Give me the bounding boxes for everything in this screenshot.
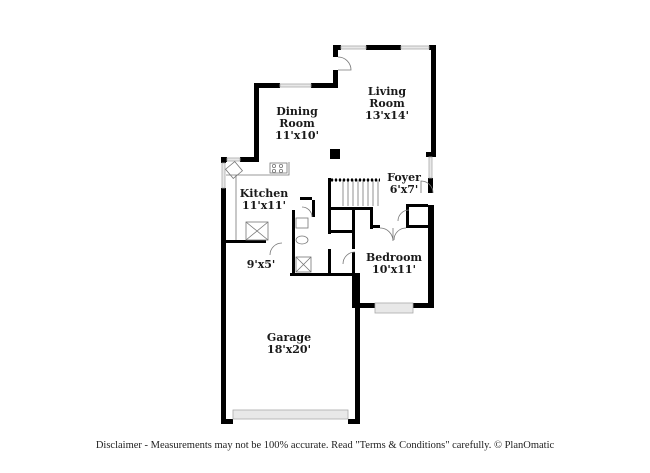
room-name: Room bbox=[279, 117, 315, 130]
disclaimer-text: Disclaimer - Measurements may not be 100… bbox=[95, 440, 555, 451]
room-label-bedroom: Bedroom 10'x11' bbox=[366, 252, 422, 276]
room-dims: 10'x11' bbox=[372, 263, 416, 276]
room-dims: 11'x10' bbox=[275, 129, 319, 142]
room-dims: 13'x14' bbox=[365, 109, 409, 122]
room-label-foyer: Foyer 6'x7' bbox=[387, 172, 421, 196]
room-name: Garage bbox=[266, 331, 312, 344]
room-name: Room bbox=[369, 97, 405, 110]
room-label-kitchen: Kitchen 11'x11' bbox=[240, 188, 289, 212]
room-name: Foyer bbox=[387, 171, 421, 184]
room-dims: 18'x20' bbox=[267, 343, 311, 356]
room-name: Dining bbox=[276, 105, 318, 118]
room-dims: 11'x11' bbox=[242, 199, 286, 212]
windows bbox=[221, 45, 433, 420]
room-dims: 9'x5' bbox=[246, 258, 276, 271]
room-label-laundry: 9'x5' bbox=[247, 259, 276, 271]
room-label-garage: Garage 18'x20' bbox=[267, 332, 311, 356]
room-name: Bedroom bbox=[365, 251, 423, 264]
room-name: Kitchen bbox=[239, 187, 289, 200]
room-name: Living bbox=[367, 85, 407, 98]
room-label-dining-room: Dining Room 11'x10' bbox=[275, 106, 319, 142]
room-dims: 6'x7' bbox=[389, 183, 419, 196]
fixtures bbox=[224, 56, 434, 273]
walls bbox=[221, 45, 436, 424]
room-label-living-room: Living Room 13'x14' bbox=[365, 86, 409, 122]
